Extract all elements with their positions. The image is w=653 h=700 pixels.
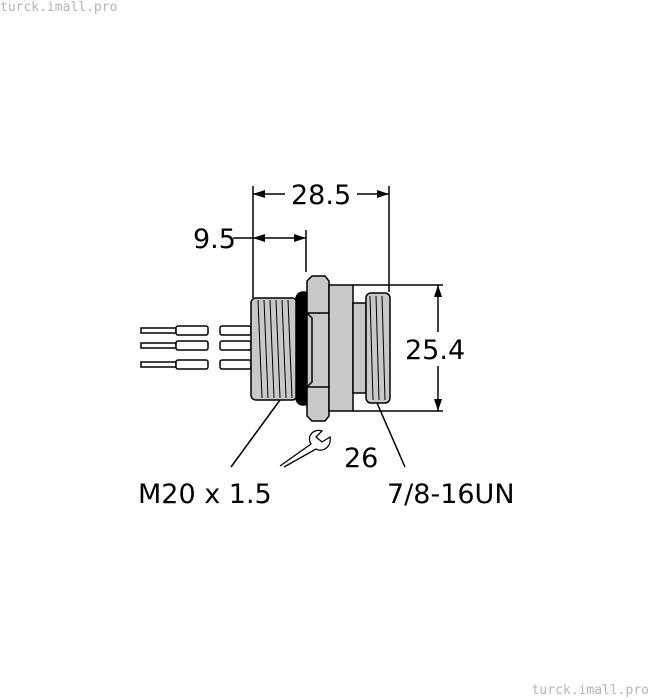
dimension-lines [230, 186, 443, 468]
rear-thread-lines [257, 299, 293, 399]
label-rear-thread: M20 x 1.5 [138, 479, 272, 510]
wrench-icon [279, 429, 331, 468]
label-front-thread: 7/8-16UN [387, 479, 515, 510]
front-thread-lines [369, 295, 386, 401]
dim-wrench-size: 26 [344, 443, 378, 474]
dim-overall-length: 28.5 [291, 180, 351, 211]
watermark-top: turck.imall.pro [0, 0, 118, 15]
wires [140, 325, 252, 370]
dim-thread-length: 9.5 [193, 224, 236, 255]
neck [352, 302, 367, 394]
arrowheads [253, 190, 442, 411]
housing [328, 284, 354, 412]
watermark-bottom: turck.imall.pro [531, 683, 649, 698]
dim-height: 25.4 [405, 335, 465, 366]
connector-body [250, 275, 391, 422]
hex-nut [306, 275, 330, 422]
